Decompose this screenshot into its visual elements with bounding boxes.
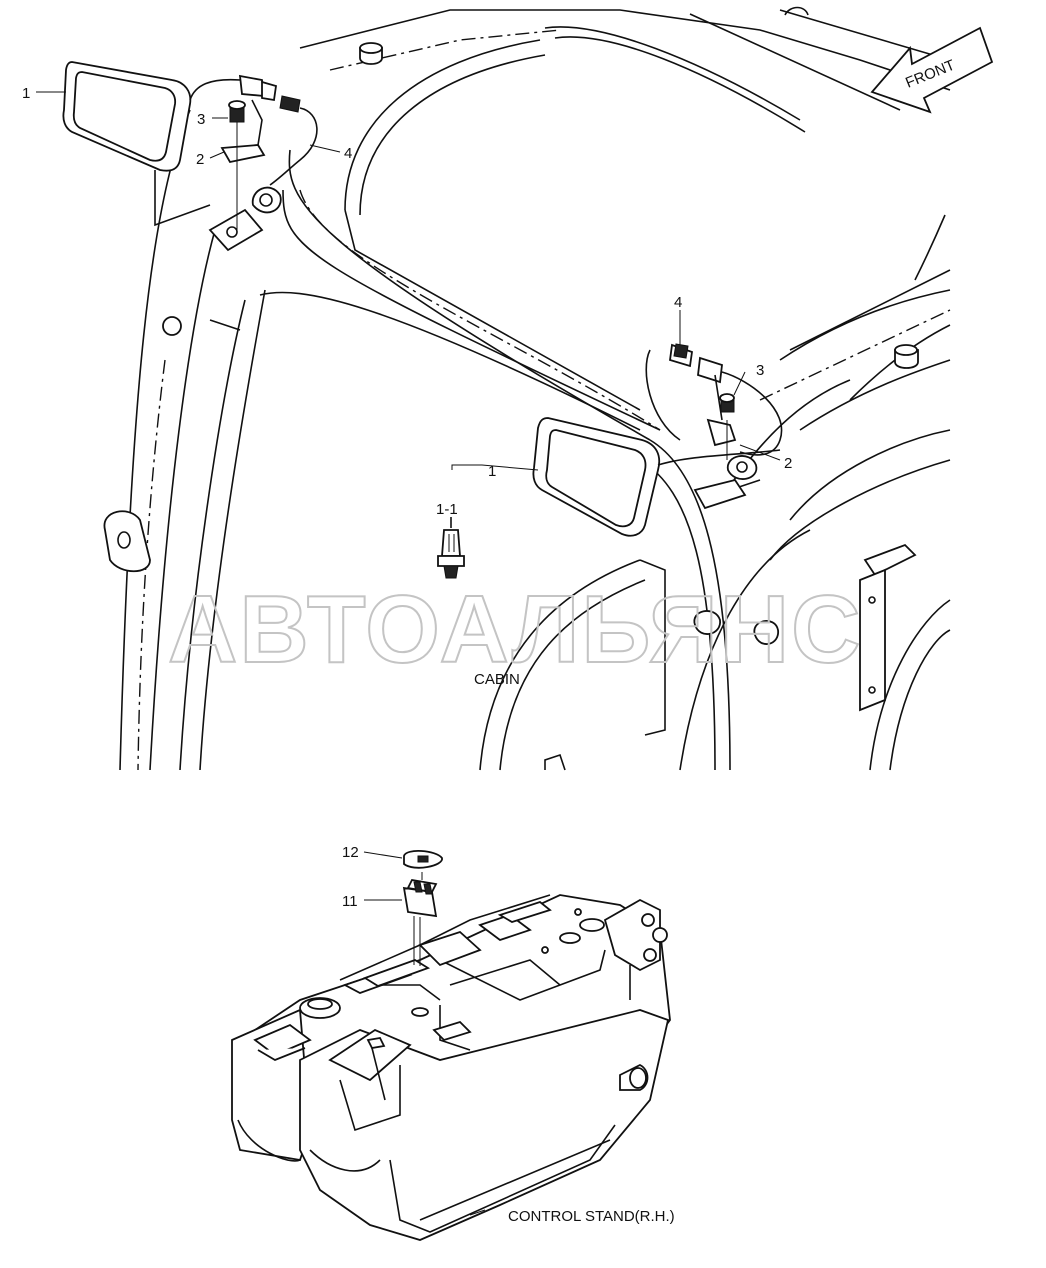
lamp-bracket-left [220, 99, 266, 230]
rocker-switch [402, 879, 438, 966]
callout-labels-stand: 12 11 [342, 844, 359, 910]
callout-lamp-left: 1 [22, 85, 30, 102]
callout-bolt-left: 3 [197, 111, 205, 128]
watermark-text: АВТОАЛЬЯНС [168, 576, 862, 683]
callout-switch-cap: 12 [342, 844, 359, 861]
work-lamp-left [62, 61, 318, 227]
cabin-caption: CABIN [474, 671, 520, 688]
callout-harness-right: 4 [674, 294, 682, 311]
callout-bulb: 1-1 [436, 501, 458, 518]
callout-leaders-stand [363, 851, 403, 901]
callout-lamp-right: 1 [488, 463, 496, 480]
callout-labels-cabin: 1 2 3 4 4 3 2 1 1-1 [22, 85, 792, 518]
front-direction-arrow: FRONT [870, 26, 994, 114]
halogen-bulb [437, 517, 465, 579]
switch-cap [403, 850, 443, 880]
callout-harness-left: 4 [344, 145, 352, 162]
callout-switch: 11 [342, 893, 358, 910]
control-stand-drawing [231, 894, 671, 1241]
callout-bracket-right: 2 [784, 455, 792, 472]
work-lamp-right [532, 343, 783, 537]
callout-leaders-cabin [36, 91, 781, 471]
control-stand-caption: CONTROL STAND(R.H.) [508, 1208, 675, 1225]
callout-bolt-right: 3 [756, 362, 764, 379]
callout-bracket-left: 2 [196, 151, 204, 168]
